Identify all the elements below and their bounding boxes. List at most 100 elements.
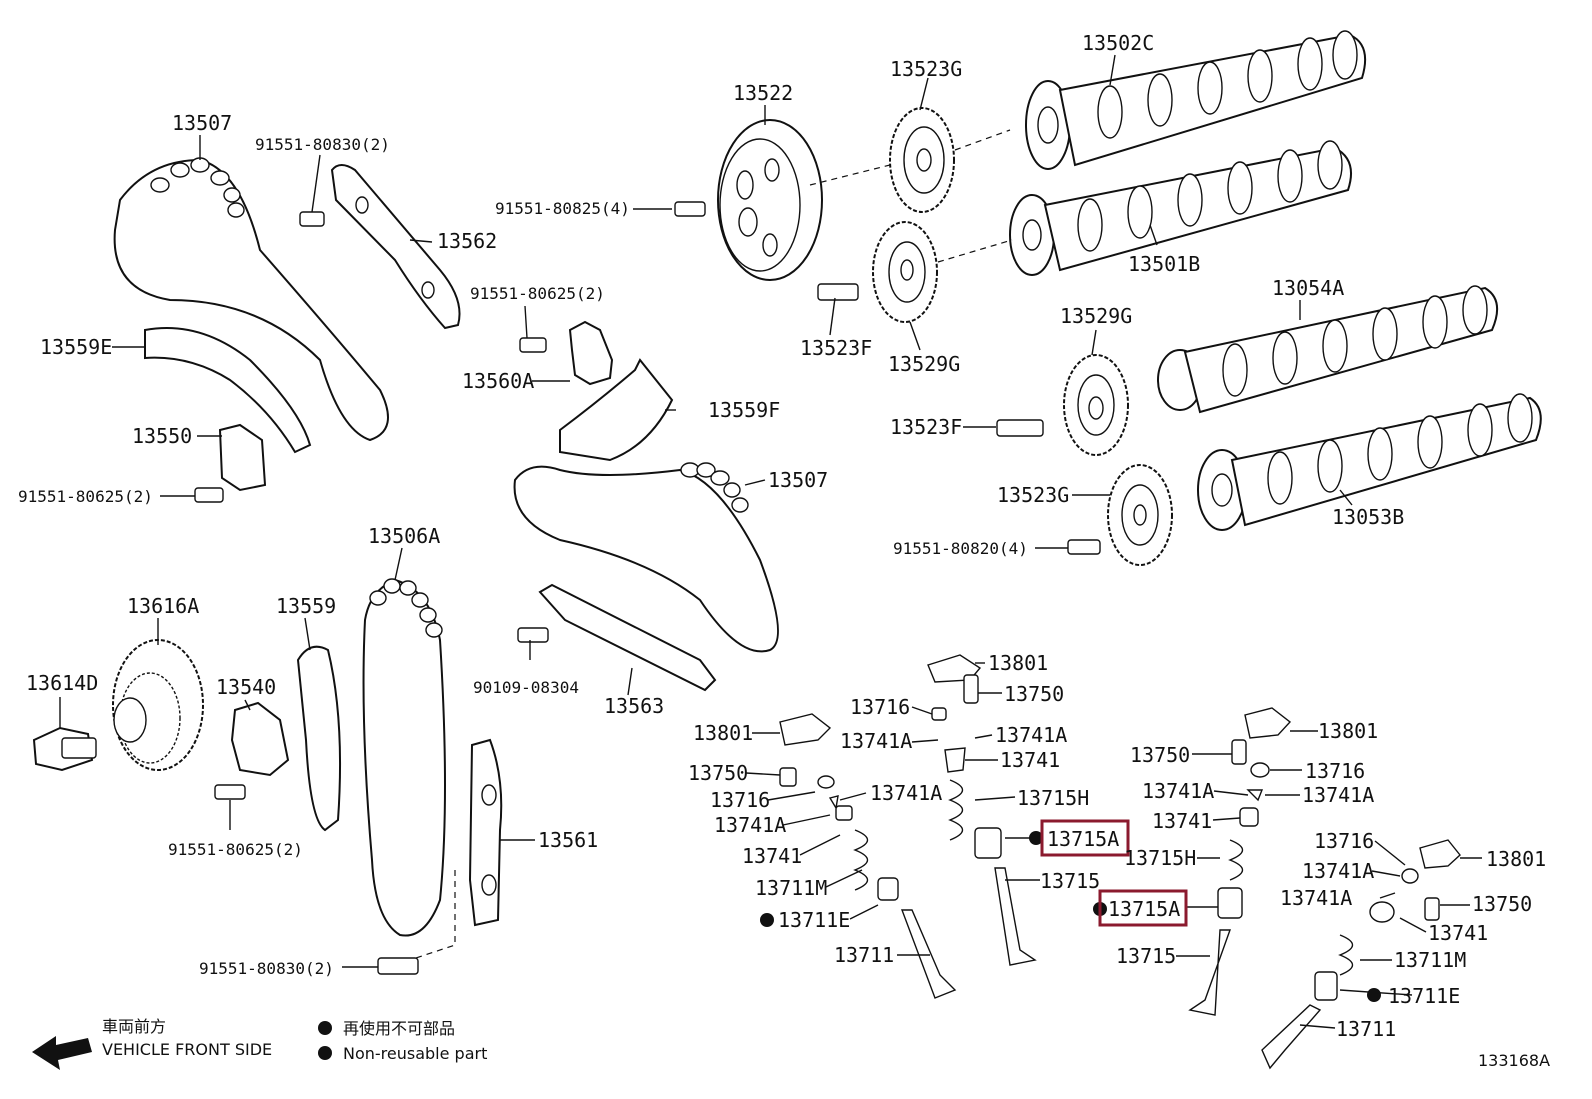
legend-front-jp: 車両前方: [102, 1017, 166, 1036]
callout-13715H: 13715H: [1124, 846, 1196, 870]
callout-91551-80625: 91551-80625(2): [168, 840, 303, 859]
valve-train-center: [927, 654, 1037, 966]
callout-13054A: 13054A: [1272, 276, 1344, 300]
callout-13507: 13507: [768, 468, 828, 492]
legend-nonreuse-jp: 再使用不可部品: [343, 1019, 455, 1038]
bolts: [194, 201, 1101, 975]
bullet-dot-icon: [318, 1021, 332, 1035]
callout-13716: 13716: [1305, 759, 1365, 783]
callout-13711M: 13711M: [755, 876, 827, 900]
callout-13741: 13741: [742, 844, 802, 868]
callout-13715H: 13715H: [1017, 786, 1089, 810]
legend-front-en: VEHICLE FRONT SIDE: [102, 1040, 272, 1059]
callout-13529G: 13529G: [1060, 304, 1132, 328]
slipper-13559: [296, 645, 342, 832]
slipper-13559F: [559, 358, 674, 462]
sprocket-13523G-right: [1107, 464, 1173, 566]
callout-13741A: 13741A: [840, 729, 912, 753]
callout-13711: 13711: [1336, 1017, 1396, 1041]
camshaft-13502C: [1025, 30, 1366, 170]
callout-13507: 13507: [172, 111, 232, 135]
legend-nonreuse-en: Non-reusable part: [343, 1044, 487, 1063]
sprocket-13529G-right: [1063, 354, 1129, 456]
callout-13523F: 13523F: [890, 415, 962, 439]
callout-13711M: 13711M: [1394, 948, 1466, 972]
callout-13559F: 13559F: [708, 398, 780, 422]
callout-13716: 13716: [1314, 829, 1374, 853]
callout-13750: 13750: [1472, 892, 1532, 916]
cam-timing-gear-13522: [717, 119, 823, 281]
callout-13523G: 13523G: [890, 57, 962, 81]
callout-13053B: 13053B: [1332, 505, 1404, 529]
callout-13550: 13550: [132, 424, 192, 448]
callout-91551-80625: 91551-80625(2): [18, 487, 153, 506]
bullet-dot-icon: [318, 1046, 332, 1060]
callout-13616A: 13616A: [127, 594, 199, 618]
callout-13560A: 13560A: [462, 369, 534, 393]
callout-13561: 13561: [538, 828, 598, 852]
callout-13801: 13801: [1486, 847, 1546, 871]
callout-13741A: 13741A: [714, 813, 786, 837]
callout-13741A: 13741A: [1302, 783, 1374, 807]
callout-13506A: 13506A: [368, 524, 440, 548]
callout-13741: 13741: [1428, 921, 1488, 945]
callout-labels: 13502C 13523G 13522 13507 91551-80830(2)…: [18, 31, 1546, 1041]
sprocket-13529G-top: [872, 221, 938, 323]
tensioner-13540: [230, 701, 290, 777]
callout-91551-80830: 91551-80830(2): [199, 959, 334, 978]
tensioner-13550: [218, 423, 267, 492]
callout-13523G: 13523G: [997, 483, 1069, 507]
callout-13741: 13741: [1000, 748, 1060, 772]
callout-13741A: 13741A: [1280, 886, 1352, 910]
callout-13559E: 13559E: [40, 335, 112, 359]
callout-13502C: 13502C: [1082, 31, 1154, 55]
callout-90109-08304: 90109-08304: [473, 678, 579, 697]
callout-13711E: 13711E: [1388, 984, 1460, 1008]
nonreusable-dots: [760, 831, 1381, 1002]
guide-13563: [538, 583, 717, 692]
callout-13716: 13716: [850, 695, 910, 719]
legend: 車両前方 VEHICLE FRONT SIDE 再使用不可部品 Non-reus…: [32, 1017, 487, 1070]
slipper-13559E: [144, 327, 312, 454]
callout-13741A: 13741A: [1302, 859, 1374, 883]
tensioner-13560A: [568, 320, 614, 386]
callout-91551-80820: 91551-80820(4): [893, 539, 1028, 558]
valve-train-left: [779, 713, 957, 999]
bolt-13614D: [32, 726, 97, 772]
callout-13501B: 13501B: [1128, 252, 1200, 276]
callout-13715: 13715: [1040, 869, 1100, 893]
callout-13522: 13522: [733, 81, 793, 105]
callout-13750: 13750: [1130, 743, 1190, 767]
callout-13716: 13716: [710, 788, 770, 812]
callout-13750: 13750: [1004, 682, 1064, 706]
camshaft-13054A: [1157, 285, 1499, 414]
arrow-left-icon: [32, 1036, 92, 1070]
callout-13711: 13711: [834, 943, 894, 967]
crank-sprocket-13616A: [112, 639, 204, 771]
callout-13529G: 13529G: [888, 352, 960, 376]
callout-13741A: 13741A: [870, 781, 942, 805]
camshaft-13053B: [1197, 393, 1542, 531]
valve-train-right: [1188, 707, 1461, 1070]
chain-13507-top: [113, 158, 389, 442]
highlight-13715A-upper: [1040, 819, 1130, 857]
callout-13614D: 13614D: [26, 671, 98, 695]
callout-13741A: 13741A: [995, 723, 1067, 747]
callout-13540: 13540: [216, 675, 276, 699]
camshaft-13501B: [1009, 140, 1352, 276]
callout-13562: 13562: [437, 229, 497, 253]
figure-reference-number: 133168A: [1478, 1051, 1550, 1070]
guide-13561: [468, 738, 503, 927]
callout-13711E: 13711E: [778, 908, 850, 932]
callout-91551-80625: 91551-80625(2): [470, 284, 605, 303]
callout-13559: 13559: [276, 594, 336, 618]
callout-13715: 13715: [1116, 944, 1176, 968]
highlight-13715A-lower: [1098, 889, 1188, 927]
callout-13523F: 13523F: [800, 336, 872, 360]
callout-13563: 13563: [604, 694, 664, 718]
callout-91551-80825: 91551-80825(4): [495, 199, 630, 218]
callout-13741: 13741: [1152, 809, 1212, 833]
callout-13750: 13750: [688, 761, 748, 785]
